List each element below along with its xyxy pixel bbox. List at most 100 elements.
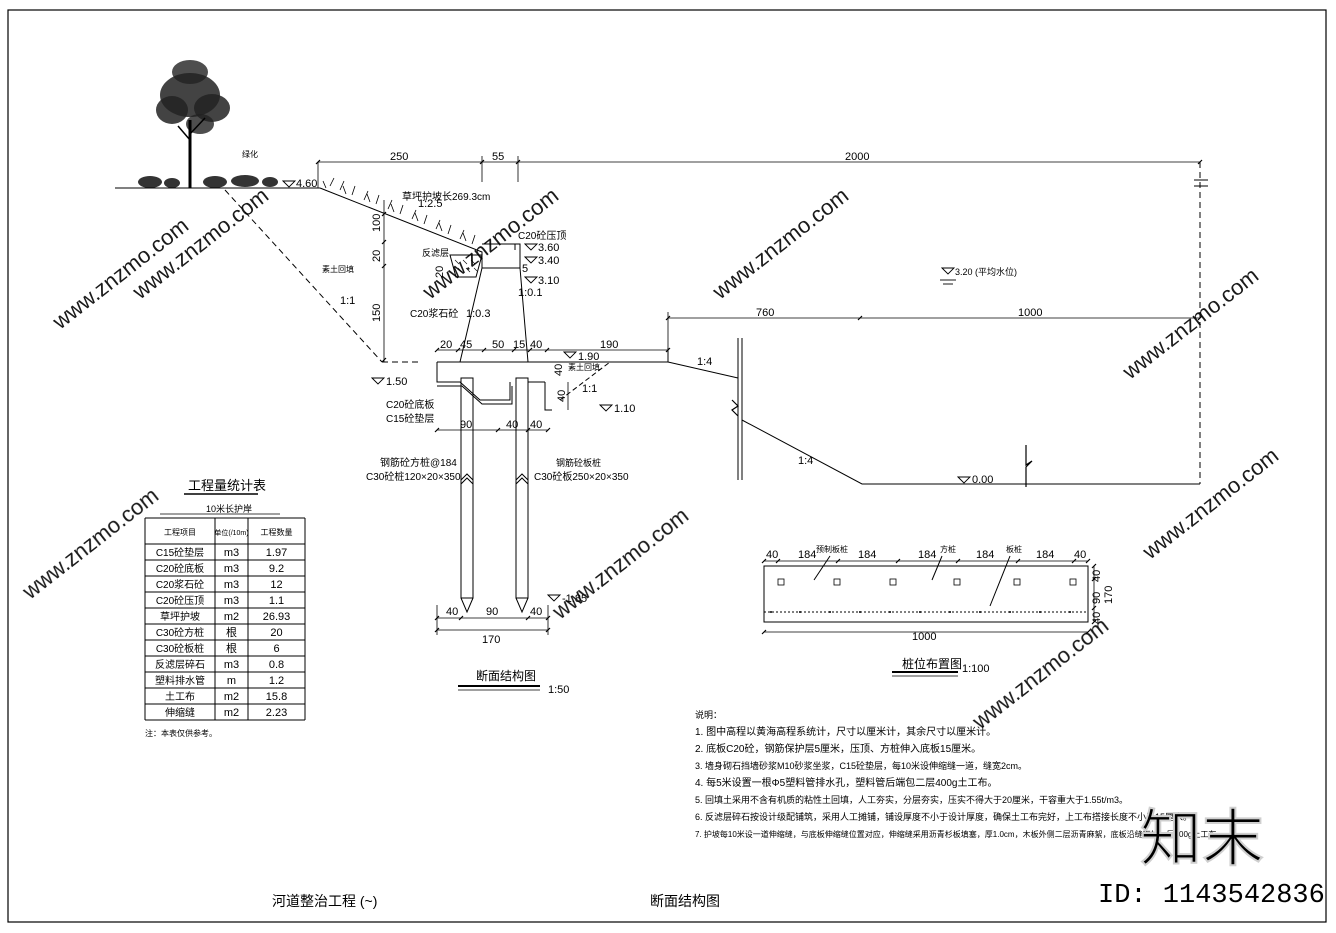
watermark-site: www.znzmo.com xyxy=(1117,263,1263,385)
note-5: 5. 回填土采用不含有机质的粘性土回填，人工夯实，分层夯实，压实不得大于20厘米… xyxy=(695,794,1128,805)
dim-s15: 15 xyxy=(513,339,525,351)
slope-1-4-top: 1:4 xyxy=(697,356,712,368)
table-cell-item: C15砼垫层 xyxy=(156,546,204,559)
watermark-site: www.znzmo.com xyxy=(547,503,693,625)
note-1: 1. 图中高程以黄海高程系统计，尺寸以厘米计，其余尺寸以厘米计。 xyxy=(695,725,996,738)
dim-v40b: 40 xyxy=(553,364,565,376)
dim-s50: 50 xyxy=(492,339,504,351)
brand-id: ID: 1143542836 xyxy=(1098,881,1325,911)
dim-s20: 20 xyxy=(440,339,452,351)
table-cell-qty: 6 xyxy=(273,643,279,655)
plan-scale: 1:100 xyxy=(962,663,990,675)
pile-right xyxy=(515,377,529,614)
elev-3-40: 3.40 xyxy=(538,255,559,267)
plan-right-dim-0: 40 xyxy=(1091,570,1103,582)
label-turf: 草坪护坡长269.3cm xyxy=(402,190,490,203)
project-title: 河道整治工程 (~) xyxy=(272,893,377,909)
table-cell-unit: m2 xyxy=(224,707,239,719)
slope-1-1-left: 1:1 xyxy=(340,295,355,307)
dim-b40b: 40 xyxy=(530,419,542,431)
plan-dim-6: 40 xyxy=(1074,549,1086,561)
dim-1000: 1000 xyxy=(1018,307,1042,319)
dim-v40a: 40 xyxy=(556,390,568,402)
plan-width-total: 1000 xyxy=(912,631,936,643)
dim-s45: 45 xyxy=(460,339,472,351)
pile-plan: 40 184 184 184 184 184 40 1000 40 90 40 … xyxy=(761,544,1115,677)
plan-dim-5: 184 xyxy=(1036,549,1054,561)
slope-1-0-1: 1:0.1 xyxy=(518,287,542,299)
note-7: 7. 护坡每10米设一道伸缩缝，与底板伸缩缝位置对应，伸缩缝采用沥青杉板填塞，厚… xyxy=(695,829,1224,839)
table-cell-unit: m3 xyxy=(224,595,239,607)
plan-label-b: 方桩 xyxy=(940,544,956,554)
pile-left xyxy=(460,377,474,614)
elev-m1-85: -1.85 xyxy=(562,593,587,605)
table-cell-qty: 1.2 xyxy=(269,675,284,687)
sheet-title: 断面结构图 xyxy=(650,893,720,909)
table-cell-item: 伸缩缝 xyxy=(165,706,195,719)
label-pile-b1: 钢筋砼板桩 xyxy=(556,457,601,468)
dim-760: 760 xyxy=(756,307,774,319)
label-filter: 反滤层 xyxy=(422,247,449,258)
table-cell-qty: 1.97 xyxy=(266,547,287,559)
dim-p170: 170 xyxy=(482,634,500,646)
note-3: 3. 墙身砌石挡墙砂浆M10砂浆坐浆，C15砼垫层，每10米设伸缩缝一道，缝宽2… xyxy=(695,760,1027,771)
table-cell-qty: 0.8 xyxy=(269,659,284,671)
table-cell-unit: m xyxy=(227,675,236,687)
section-scale: 1:50 xyxy=(548,684,569,696)
elevation-markers xyxy=(281,180,972,602)
plan-right-dim-2: 40 xyxy=(1091,612,1103,624)
label-pile-a1: 钢筋砼方桩@184 xyxy=(380,456,457,469)
label-pile-a2: C30砼桩120×20×350 xyxy=(366,470,461,483)
watermark-site: www.znzmo.com xyxy=(707,183,853,305)
brand-watermark: 知末 ID: 1143542836 xyxy=(1098,804,1325,911)
brand-logo: 知末 xyxy=(1140,805,1264,874)
table-cell-qty: 2.23 xyxy=(266,707,287,719)
dim-s40: 40 xyxy=(530,339,542,351)
section-drawing xyxy=(115,156,1208,691)
notes-title: 说明： xyxy=(695,709,722,720)
table-note: 注：本表仅供参考。 xyxy=(145,728,217,738)
table-cell-item: 土工布 xyxy=(165,690,195,703)
note-4: 4. 每5米设置一根Φ5塑料管排水孔，塑料管后端包二层400g土工布。 xyxy=(695,776,997,789)
table-cell-qty: 15.8 xyxy=(266,691,287,703)
label-c15-cushion: C15砼垫层 xyxy=(386,412,434,425)
label-c20-block: C20浆石砼 xyxy=(410,307,458,320)
table-header: 工程项目 xyxy=(164,528,196,537)
table-cell-unit: m2 xyxy=(224,611,239,623)
table-cell-item: 草坪护坡 xyxy=(160,610,200,623)
dim-v150: 150 xyxy=(371,304,383,322)
elev-1-50: 1.50 xyxy=(386,376,407,388)
elev-0-00: 0.00 xyxy=(972,474,993,486)
plan-dim-4: 184 xyxy=(976,549,994,561)
slope-1-4-bottom: 1:4 xyxy=(798,455,813,467)
greening-label: 绿化 xyxy=(242,149,258,159)
dim-p90: 90 xyxy=(486,606,498,618)
table-cell-unit: m2 xyxy=(224,691,239,703)
plan-dim-2: 184 xyxy=(858,549,876,561)
label-backfill-2: 素土回填 xyxy=(568,362,600,372)
dim-s190: 190 xyxy=(600,339,618,351)
section-title: 断面结构图 xyxy=(476,668,536,683)
plan-dim-1: 184 xyxy=(798,549,816,561)
table-cell-qty: 26.93 xyxy=(263,611,291,623)
slope-1-1-right: 1:1 xyxy=(582,383,597,395)
dim-b40a: 40 xyxy=(506,419,518,431)
plan-label-c: 板桩 xyxy=(1006,544,1022,554)
elev-3-60: 3.60 xyxy=(538,242,559,254)
plan-dim-0: 40 xyxy=(766,549,778,561)
table-header: 工程数量 xyxy=(261,527,293,537)
table-cell-item: C30砼方桩 xyxy=(156,626,204,639)
note-6: 6. 反滤层碎石按设计级配铺筑，采用人工摊铺，铺设厚度不小于设计厚度，确保土工布… xyxy=(695,811,1192,822)
table-cell-unit: 根 xyxy=(226,625,237,639)
table-cell-unit: m3 xyxy=(224,579,239,591)
elev-1-10: 1.10 xyxy=(614,403,635,415)
table-cell-item: C20砼压顶 xyxy=(156,594,204,607)
table-cell-qty: 9.2 xyxy=(269,563,284,575)
table-cell-qty: 20 xyxy=(270,627,282,639)
table-cell-unit: 根 xyxy=(226,641,237,655)
dim-v100: 100 xyxy=(371,214,383,232)
dim-v20: 20 xyxy=(371,250,383,262)
tree-symbol: 绿化 xyxy=(138,60,278,188)
